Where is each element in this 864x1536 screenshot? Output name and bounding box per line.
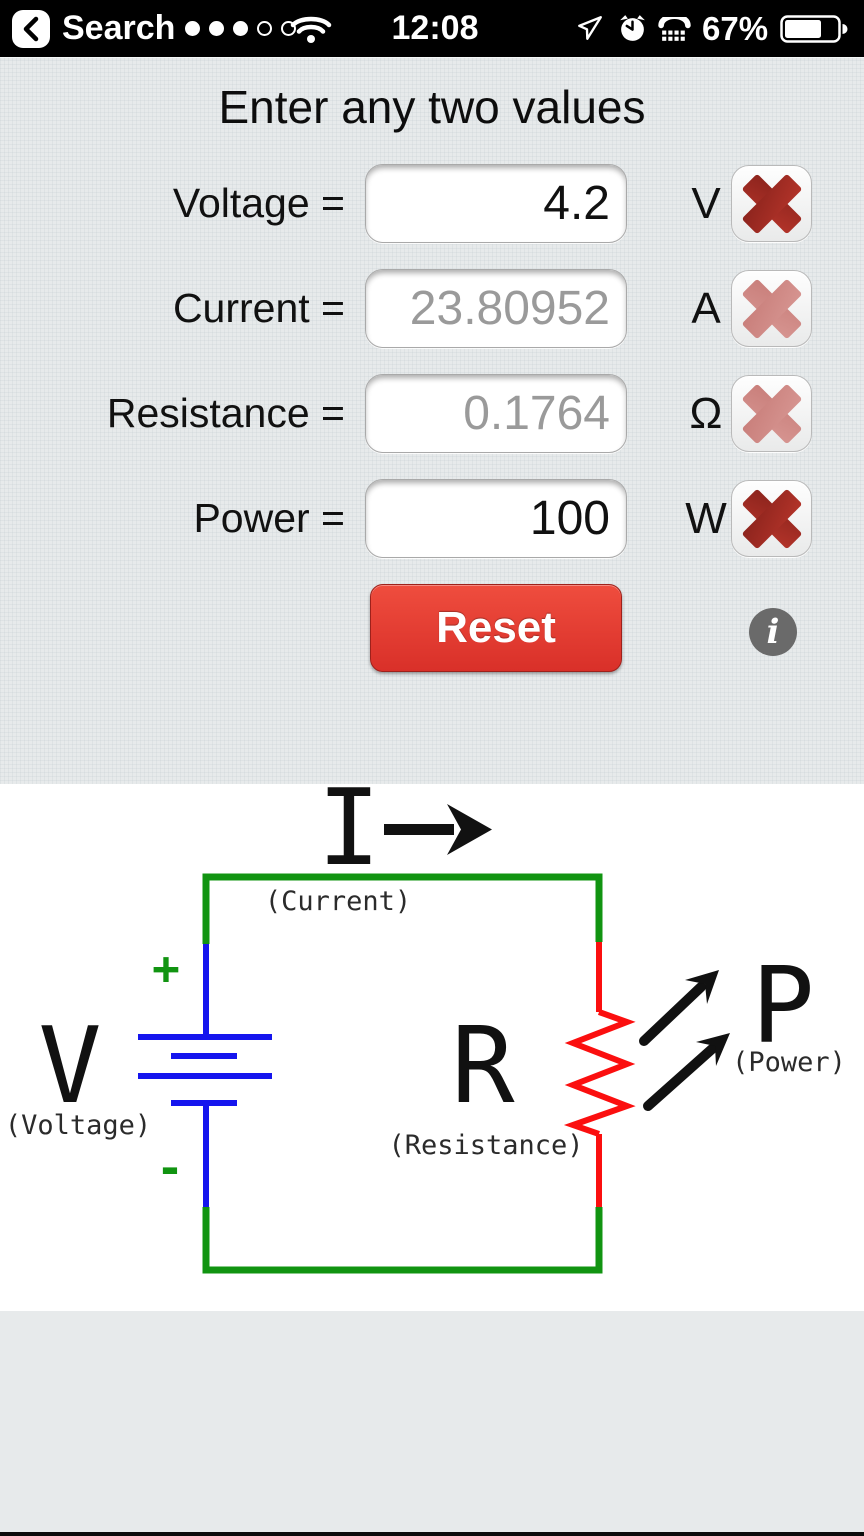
power-symbol: P	[751, 945, 814, 1067]
clear-x-icon	[732, 166, 811, 241]
power-unit: W	[685, 494, 727, 543]
reset-button[interactable]: Reset	[370, 584, 622, 672]
cellular-signal-icon	[185, 0, 296, 57]
ohms-law-calculator: Enter any two values Voltage = V Current…	[0, 57, 864, 785]
power-caption: (Power)	[732, 1047, 846, 1078]
clear-resistance-button[interactable]	[731, 375, 812, 452]
battery-icon	[780, 15, 848, 43]
clear-x-icon	[732, 376, 811, 451]
power-arrows-icon	[639, 970, 730, 1111]
resistance-unit: Ω	[689, 389, 723, 438]
circuit-diagram: I (Current) + - V (Voltage) R (Resistanc…	[5, 784, 846, 1274]
bottom-edge-bar	[0, 1532, 864, 1536]
wifi-icon	[290, 16, 332, 43]
clear-x-icon	[732, 481, 811, 556]
circuit-diagram-panel: I (Current) + - V (Voltage) R (Resistanc…	[0, 784, 864, 1311]
back-to-search-button[interactable]	[12, 10, 50, 48]
signal-dot	[185, 21, 200, 36]
info-button[interactable]: i	[749, 608, 797, 656]
chevron-left-icon	[23, 16, 39, 42]
resistance-symbol: R	[451, 1005, 515, 1127]
signal-dot	[209, 21, 224, 36]
voltage-symbol: V	[38, 1005, 101, 1127]
battery-symbol	[138, 944, 272, 1207]
resistance-label: Resistance =	[106, 390, 345, 436]
current-input[interactable]	[365, 269, 627, 348]
signal-dot	[233, 21, 248, 36]
back-app-label[interactable]: Search	[62, 9, 176, 47]
clock-time: 12:08	[391, 9, 479, 47]
plus-sign: +	[152, 941, 180, 995]
location-arrow-icon	[578, 16, 602, 40]
resistor-symbol	[563, 942, 636, 1207]
voltage-input[interactable]	[365, 164, 627, 243]
wire-loop	[138, 873, 636, 1274]
resistance-caption: (Resistance)	[388, 1130, 583, 1161]
clear-current-button[interactable]	[731, 270, 812, 347]
current-unit: A	[691, 284, 721, 333]
minus-sign: -	[156, 1141, 184, 1195]
current-label: Current =	[172, 285, 345, 331]
current-caption: (Current)	[265, 886, 411, 917]
voltage-unit: V	[691, 179, 721, 228]
tty-phone-icon	[658, 17, 691, 41]
clear-voltage-button[interactable]	[731, 165, 812, 242]
power-input[interactable]	[365, 479, 627, 558]
current-symbol: I	[317, 784, 380, 889]
clear-power-button[interactable]	[731, 480, 812, 557]
voltage-label: Voltage =	[172, 180, 345, 226]
alarm-clock-icon	[620, 15, 645, 41]
current-arrow-icon	[384, 804, 492, 855]
status-bar: Search 12:08 67%	[0, 0, 864, 57]
resistance-input[interactable]	[365, 374, 627, 453]
signal-dot	[257, 21, 272, 36]
voltage-caption: (Voltage)	[5, 1110, 151, 1141]
signal-dot	[281, 21, 296, 36]
power-label: Power =	[193, 495, 345, 541]
page-title: Enter any two values	[218, 81, 646, 133]
battery-percent: 67%	[702, 10, 769, 47]
clear-x-icon	[732, 271, 811, 346]
